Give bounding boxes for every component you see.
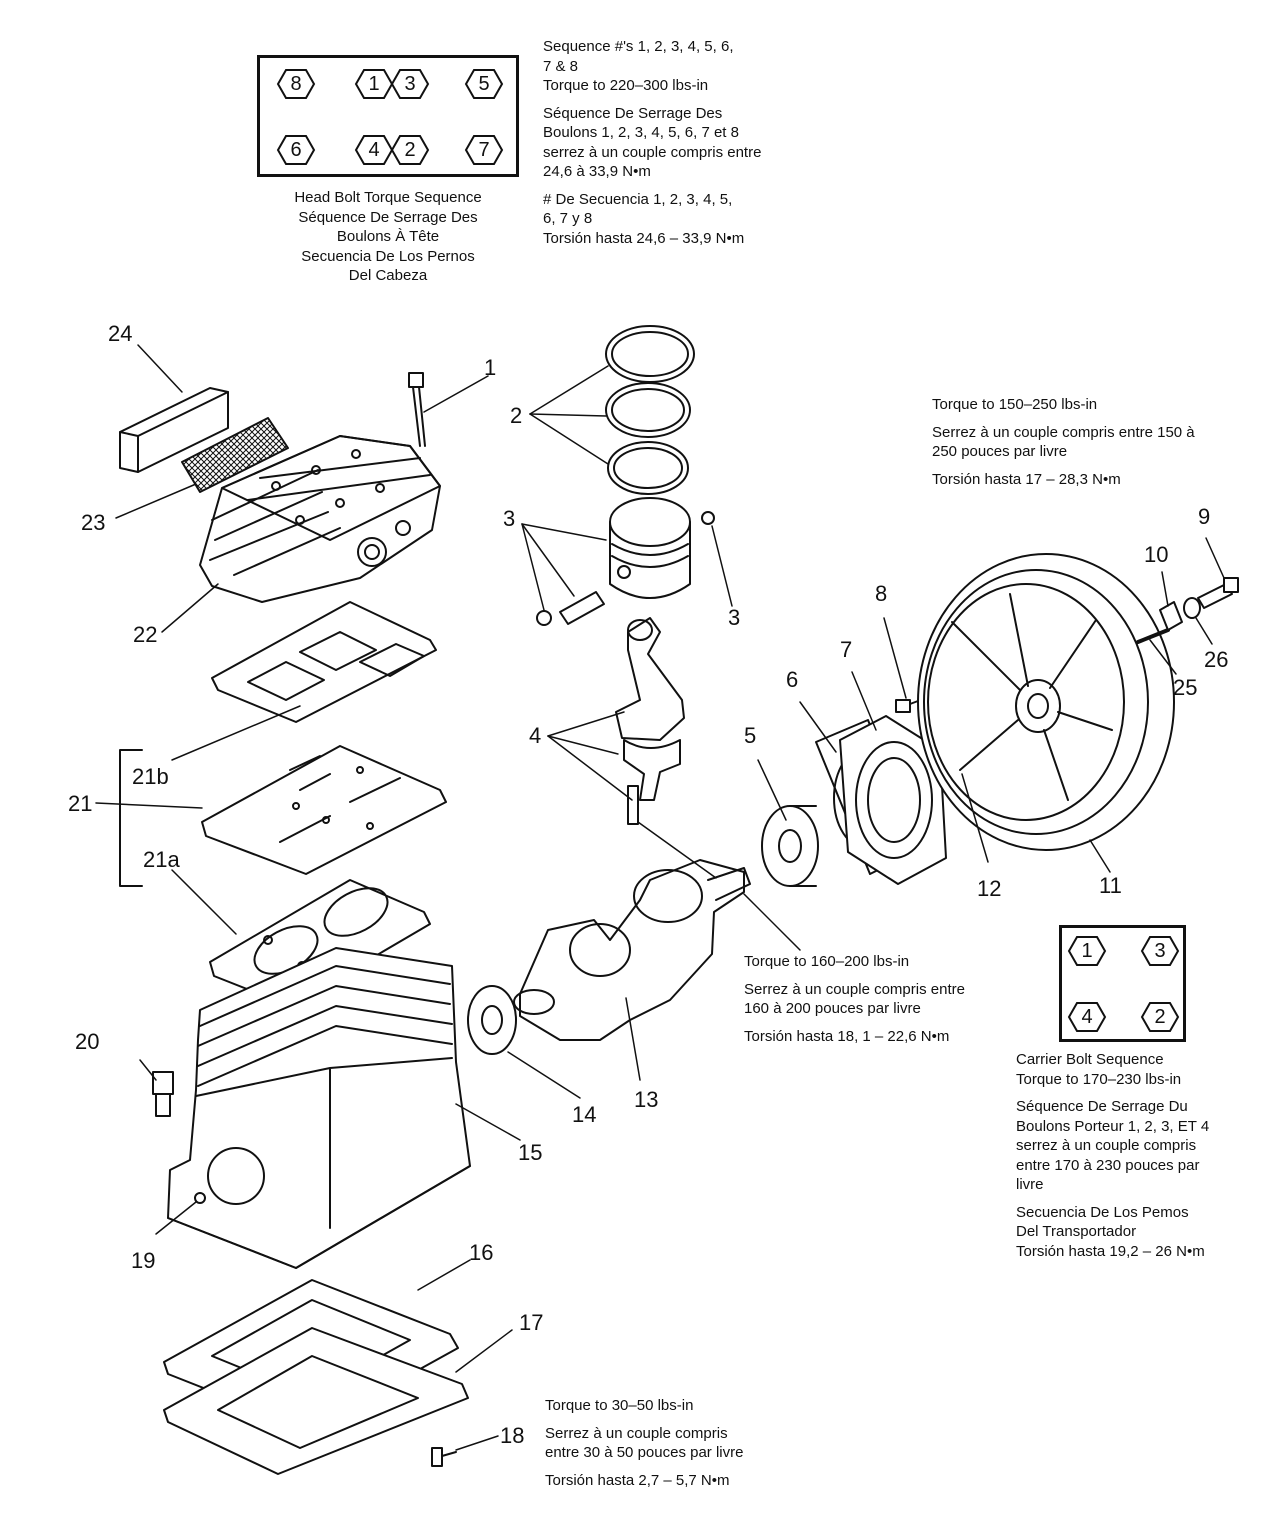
carrier-bolt-sequence-box bbox=[1059, 925, 1186, 1042]
piston-rings-part bbox=[605, 325, 695, 495]
valve-gasket-part bbox=[211, 601, 437, 723]
base-plate-part bbox=[163, 1327, 469, 1475]
callout-2: 2 bbox=[510, 403, 523, 428]
callout-3-left: 3 bbox=[503, 506, 516, 531]
callout-20: 20 bbox=[75, 1029, 100, 1054]
callout-6: 6 bbox=[786, 667, 799, 692]
callout-5: 5 bbox=[744, 723, 757, 748]
head-bolt-part bbox=[408, 372, 426, 447]
connecting-rod-part bbox=[615, 617, 685, 825]
hex-bolt-8: 8 bbox=[276, 68, 316, 100]
callout-13: 13 bbox=[634, 1087, 659, 1112]
head-bolt-instructions: Sequence #'s 1, 2, 3, 4, 5, 6, 7 & 8 Tor… bbox=[543, 38, 762, 247]
callout-19: 19 bbox=[131, 1248, 156, 1273]
wrist-pin-clip-2-part bbox=[536, 610, 552, 626]
callout-8: 8 bbox=[875, 581, 888, 606]
carrier-hex-1: 1 bbox=[1067, 935, 1107, 967]
wrist-pin-part bbox=[559, 591, 605, 625]
callout-17: 17 bbox=[519, 1310, 544, 1335]
piston-part bbox=[609, 497, 691, 599]
callout-4: 4 bbox=[529, 723, 542, 748]
callout-10: 10 bbox=[1144, 542, 1169, 567]
bearing-carrier-part bbox=[839, 715, 947, 885]
filter-screen-part bbox=[181, 417, 289, 493]
base-torque-note: Torque to 30–50 lbs-in Serrez à un coupl… bbox=[545, 1397, 744, 1489]
crankshaft-part bbox=[513, 859, 751, 1041]
air-filter-part bbox=[119, 387, 229, 473]
callout-26: 26 bbox=[1204, 647, 1229, 672]
cylinder-head-part bbox=[199, 435, 441, 603]
callout-1: 1 bbox=[484, 355, 497, 380]
flywheel-torque-note: Torque to 150–250 lbs-in Serrez à un cou… bbox=[932, 396, 1195, 488]
callout-9: 9 bbox=[1198, 504, 1211, 529]
callout-22: 22 bbox=[133, 622, 158, 647]
callout-21: 21 bbox=[68, 791, 93, 816]
rod-torque-note: Torque to 160–200 lbs-in Serrez à un cou… bbox=[744, 953, 965, 1045]
callout-25: 25 bbox=[1173, 675, 1198, 700]
shaft-key-part bbox=[1136, 628, 1170, 644]
hex-bolt-5: 5 bbox=[464, 68, 504, 100]
carrier-hex-3: 3 bbox=[1140, 935, 1180, 967]
bearing-left-part bbox=[467, 985, 517, 1055]
callout-24: 24 bbox=[108, 321, 133, 346]
drain-plug-part bbox=[194, 1192, 206, 1204]
hex-bolt-4: 4 bbox=[354, 134, 394, 166]
hex-bolt-1: 1 bbox=[354, 68, 394, 100]
carrier-hex-2: 2 bbox=[1140, 1001, 1180, 1033]
callout-7: 7 bbox=[840, 637, 853, 662]
hex-bolt-3: 3 bbox=[390, 68, 430, 100]
valve-plate-part bbox=[201, 745, 447, 875]
head-bolt-sequence-box bbox=[257, 55, 519, 177]
hex-bolt-6: 6 bbox=[276, 134, 316, 166]
carrier-bolt-note: Carrier Bolt Sequence Torque to 170–230 … bbox=[1016, 1051, 1210, 1260]
callout-3-right: 3 bbox=[728, 605, 741, 630]
callout-15: 15 bbox=[518, 1140, 543, 1165]
bracket-21 bbox=[119, 749, 143, 887]
lock-washer-part bbox=[1183, 597, 1201, 619]
callout-14: 14 bbox=[572, 1102, 597, 1127]
callout-23: 23 bbox=[81, 510, 106, 535]
base-bolt-part bbox=[431, 1447, 457, 1467]
flywheel-part bbox=[917, 553, 1175, 851]
wrist-pin-clip-part bbox=[701, 511, 715, 525]
crankcase-part bbox=[167, 947, 471, 1269]
hex-bolt-2: 2 bbox=[390, 134, 430, 166]
callout-21b: 21b bbox=[132, 764, 169, 789]
flywheel-bolt-part bbox=[1197, 577, 1239, 609]
head-bolt-caption: Head Bolt Torque Sequence Séquence De Se… bbox=[294, 189, 482, 284]
callout-16: 16 bbox=[469, 1240, 494, 1265]
callout-11: 11 bbox=[1099, 873, 1122, 898]
callout-21a: 21a bbox=[143, 847, 180, 872]
leader-lines bbox=[95, 344, 1225, 1451]
bearing-right-part bbox=[761, 805, 819, 887]
callout-12: 12 bbox=[977, 876, 1002, 901]
carrier-hex-4: 4 bbox=[1067, 1001, 1107, 1033]
callout-18: 18 bbox=[500, 1423, 525, 1448]
breather-part bbox=[152, 1071, 174, 1117]
flywheel-washer-part bbox=[1159, 601, 1183, 631]
hex-bolt-7: 7 bbox=[464, 134, 504, 166]
